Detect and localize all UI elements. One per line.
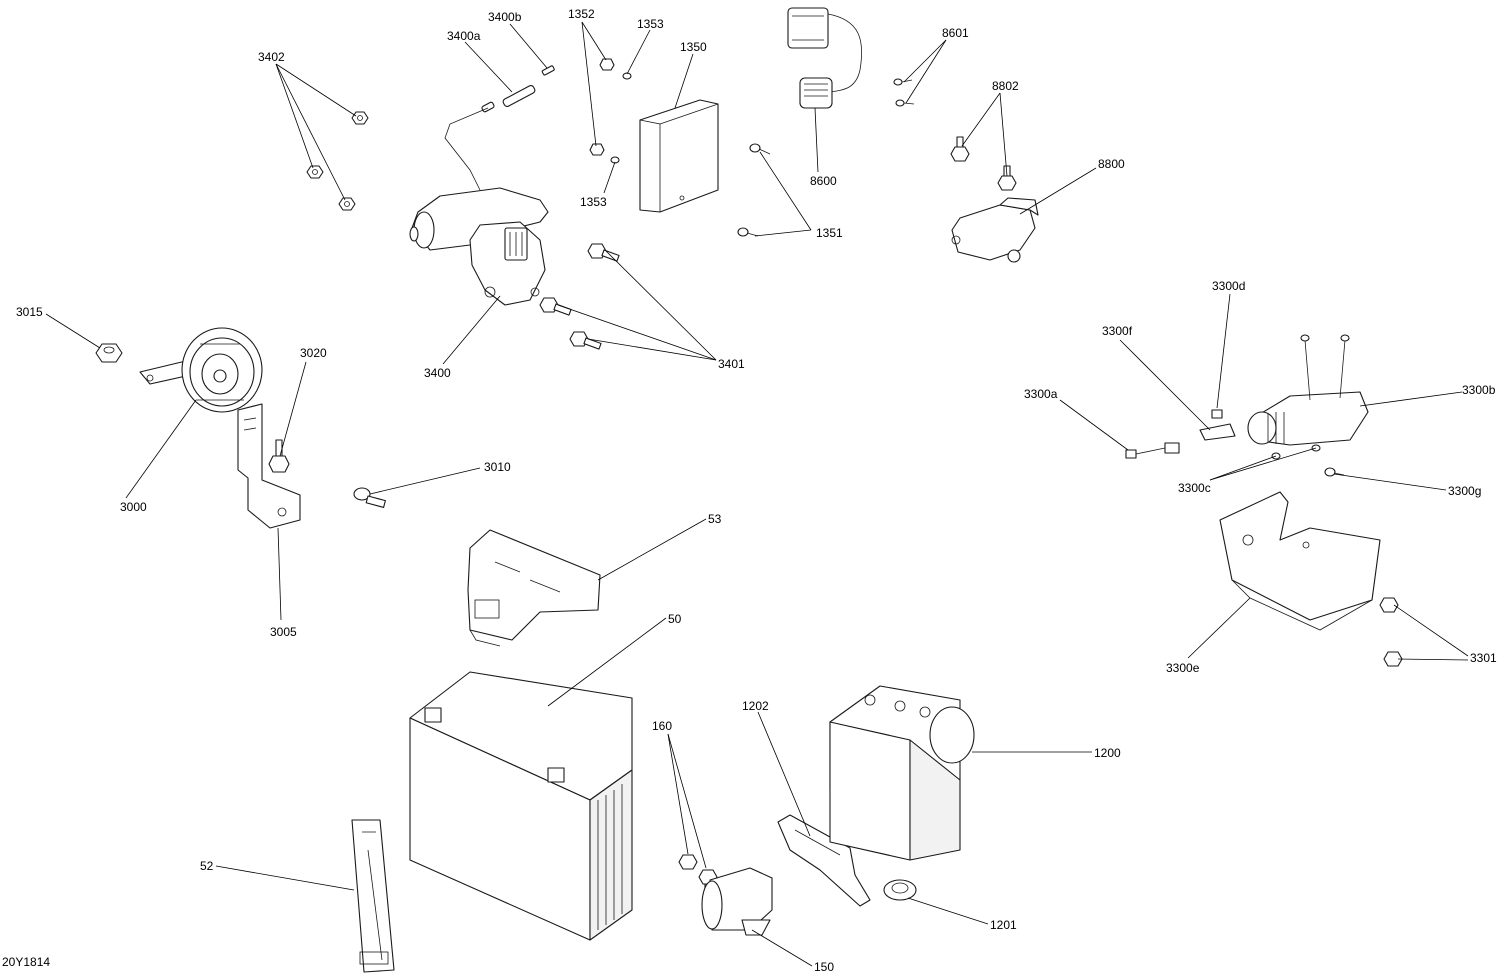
part-3300d-clip[interactable] bbox=[1211, 409, 1223, 419]
callout-3402[interactable]: 3402 bbox=[258, 50, 285, 64]
callout-8600[interactable]: 8600 bbox=[810, 174, 837, 188]
callout-150[interactable]: 150 bbox=[814, 960, 834, 974]
part-150-solenoid[interactable] bbox=[701, 867, 773, 936]
callout-53[interactable]: 53 bbox=[708, 512, 722, 526]
part-53-battery-bracket[interactable] bbox=[467, 529, 601, 647]
callout-1351[interactable]: 1351 bbox=[816, 226, 843, 240]
callout-3015[interactable]: 3015 bbox=[16, 305, 43, 319]
callout-160[interactable]: 160 bbox=[652, 719, 672, 733]
part-50-battery[interactable] bbox=[409, 671, 633, 941]
part-3402-nuts[interactable] bbox=[306, 111, 369, 211]
part-3300b-actuator[interactable] bbox=[1247, 334, 1369, 446]
callout-3300e[interactable]: 3300e bbox=[1166, 661, 1200, 675]
callout-3400[interactable]: 3400 bbox=[424, 366, 451, 380]
callout-1352[interactable]: 1352 bbox=[568, 7, 595, 21]
callout-8802[interactable]: 8802 bbox=[992, 79, 1019, 93]
callout-labels: 3402 3400a 3400b 1352 1353 1353 1350 135… bbox=[16, 7, 1497, 974]
callout-3000[interactable]: 3000 bbox=[120, 500, 147, 514]
callout-1202[interactable]: 1202 bbox=[742, 699, 769, 713]
callout-3300b[interactable]: 3300b bbox=[1462, 383, 1496, 397]
callout-3010[interactable]: 3010 bbox=[484, 460, 511, 474]
callout-3300c[interactable]: 3300c bbox=[1178, 481, 1211, 495]
callout-50[interactable]: 50 bbox=[668, 612, 682, 626]
part-8800-sensor[interactable] bbox=[951, 197, 1039, 263]
part-1353-washers[interactable] bbox=[610, 72, 632, 164]
part-3300c-nuts[interactable] bbox=[1271, 444, 1321, 460]
callout-3005[interactable]: 3005 bbox=[270, 625, 297, 639]
part-3005-bracket[interactable] bbox=[237, 403, 301, 529]
part-3300g-screw[interactable] bbox=[1324, 467, 1345, 477]
callout-3300f[interactable]: 3300f bbox=[1102, 324, 1133, 338]
callout-1353[interactable]: 1353 bbox=[637, 17, 664, 31]
part-1351-screws[interactable] bbox=[737, 143, 771, 237]
callout-3400a[interactable]: 3400a bbox=[447, 29, 481, 43]
part-3400a-boot[interactable] bbox=[481, 84, 536, 113]
part-8802-bolts[interactable] bbox=[950, 136, 1017, 191]
part-3300a-connector[interactable] bbox=[1125, 442, 1180, 459]
callout-3400b[interactable]: 3400b bbox=[488, 10, 522, 24]
part-3301-bolts[interactable] bbox=[1379, 597, 1403, 667]
callout-3300d[interactable]: 3300d bbox=[1212, 279, 1245, 293]
callout-3300g[interactable]: 3300g bbox=[1448, 484, 1481, 498]
part-3010-bolt[interactable] bbox=[353, 487, 386, 508]
part-3000-horn[interactable] bbox=[139, 327, 263, 413]
callout-3020[interactable]: 3020 bbox=[300, 346, 327, 360]
callout-1350[interactable]: 1350 bbox=[680, 40, 707, 54]
callout-3300a[interactable]: 3300a bbox=[1024, 387, 1058, 401]
part-1350-module[interactable] bbox=[639, 99, 719, 213]
part-8601-screws[interactable] bbox=[893, 78, 915, 107]
part-8600-sensor-harness[interactable] bbox=[787, 7, 863, 109]
part-1202-bracket[interactable] bbox=[777, 814, 871, 907]
callout-3401[interactable]: 3401 bbox=[718, 357, 745, 371]
part-3300e-bracket[interactable] bbox=[1219, 491, 1381, 631]
callout-1353[interactable]: 1353 bbox=[580, 195, 607, 209]
part-52-strap[interactable] bbox=[351, 819, 395, 973]
callout-1200[interactable]: 1200 bbox=[1094, 746, 1121, 760]
callout-8800[interactable]: 8800 bbox=[1098, 157, 1125, 171]
part-3400-motor-actuator[interactable] bbox=[409, 107, 549, 306]
part-1352-nuts[interactable] bbox=[589, 58, 615, 156]
part-3015-nut[interactable] bbox=[95, 343, 123, 363]
diagram-reference: 20Y1814 bbox=[2, 955, 50, 969]
part-1200-abs-module[interactable] bbox=[829, 685, 975, 861]
callout-3301[interactable]: 3301 bbox=[1470, 651, 1497, 665]
callout-8601[interactable]: 8601 bbox=[942, 26, 969, 40]
part-3300f-cover[interactable] bbox=[1199, 423, 1236, 441]
leader-lines bbox=[45, 21, 1469, 967]
part-1201-grommet[interactable] bbox=[883, 879, 917, 901]
callout-1201[interactable]: 1201 bbox=[990, 918, 1017, 932]
part-3020-bolt[interactable] bbox=[268, 439, 290, 473]
part-3400b-terminal[interactable] bbox=[541, 65, 555, 76]
part-3401-bolts[interactable] bbox=[539, 243, 620, 350]
callout-52[interactable]: 52 bbox=[200, 859, 214, 873]
